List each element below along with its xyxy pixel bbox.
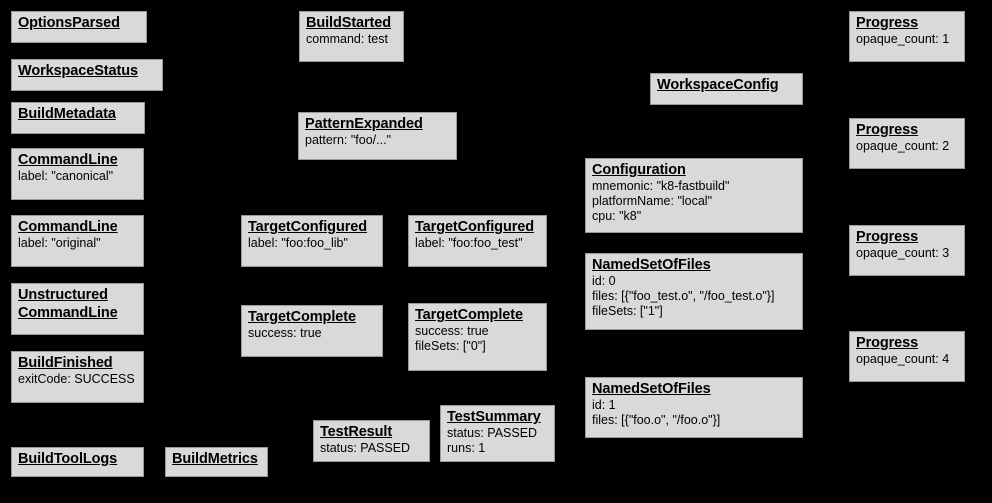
event-node-field: opaque_count: 2 xyxy=(856,139,950,153)
event-node-title: TargetComplete xyxy=(248,309,356,325)
event-node-field: success: true xyxy=(415,324,489,338)
event-node-title: WorkspaceConfig xyxy=(657,77,779,93)
event-node-field: cpu: "k8" xyxy=(592,209,642,223)
event-node-fields: command: test xyxy=(306,32,397,47)
event-node-title: TargetComplete xyxy=(415,307,523,323)
event-node-fields: opaque_count: 3 xyxy=(856,246,958,261)
event-node-build-metrics[interactable]: BuildMetrics xyxy=(165,447,268,477)
event-node-field: opaque_count: 4 xyxy=(856,352,950,366)
event-node-field: fileSets: ["1"] xyxy=(592,304,663,318)
event-node-title: CommandLine xyxy=(18,219,118,235)
event-node-unstructured-command-line[interactable]: Unstructured CommandLine xyxy=(11,283,144,335)
event-node-field: label: "original" xyxy=(18,236,101,250)
event-node-fields: success: true xyxy=(248,326,376,341)
event-node-title: PatternExpanded xyxy=(305,116,423,132)
event-node-field: status: PASSED xyxy=(320,441,411,455)
event-node-field: label: "foo:foo_test" xyxy=(415,236,523,250)
event-node-title: NamedSetOfFiles xyxy=(592,381,711,397)
event-node-title: TestSummary xyxy=(447,409,541,425)
event-node-fields: status: PASSED xyxy=(320,441,423,456)
event-node-title: NamedSetOfFiles xyxy=(592,257,711,273)
event-node-title: Unstructured CommandLine xyxy=(18,287,118,321)
event-node-title: TargetConfigured xyxy=(248,219,367,235)
event-node-title: BuildToolLogs xyxy=(18,451,118,467)
event-node-workspace-config[interactable]: WorkspaceConfig xyxy=(650,73,803,105)
event-node-field: status: PASSED xyxy=(447,426,538,440)
event-node-fields: label: "foo:foo_test" xyxy=(415,236,540,251)
event-node-title: TestResult xyxy=(320,424,393,440)
event-node-field: fileSets: ["0"] xyxy=(415,339,486,353)
event-node-field: exitCode: SUCCESS xyxy=(18,372,135,386)
event-node-fields: pattern: "foo/..." xyxy=(305,133,450,148)
event-node-field: files: [{"foo.o", "/foo.o"}] xyxy=(592,413,721,427)
event-node-fields: opaque_count: 2 xyxy=(856,139,958,154)
event-node-field: id: 1 xyxy=(592,398,616,412)
event-node-title: BuildStarted xyxy=(306,15,392,31)
event-node-fields: label: "foo:foo_lib" xyxy=(248,236,376,251)
event-node-fields: label: "original" xyxy=(18,236,137,251)
event-node-field: opaque_count: 3 xyxy=(856,246,950,260)
event-node-field: pattern: "foo/..." xyxy=(305,133,392,147)
event-node-field: success: true xyxy=(248,326,322,340)
event-node-field: id: 0 xyxy=(592,274,616,288)
event-node-title: Progress xyxy=(856,335,919,351)
event-node-field: platformName: "local" xyxy=(592,194,713,208)
event-node-field: command: test xyxy=(306,32,388,46)
event-node-field: files: [{"foo_test.o", "/foo_test.o"}] xyxy=(592,289,775,303)
event-node-title: Configuration xyxy=(592,162,686,178)
event-node-field: label: "foo:foo_lib" xyxy=(248,236,348,250)
event-node-title: OptionsParsed xyxy=(18,15,120,31)
event-node-build-tool-logs[interactable]: BuildToolLogs xyxy=(11,447,144,477)
event-node-title: BuildMetadata xyxy=(18,106,116,122)
event-node-fields: opaque_count: 1 xyxy=(856,32,958,47)
event-node-title: Progress xyxy=(856,229,919,245)
event-node-title: BuildMetrics xyxy=(172,451,258,467)
event-node-title: CommandLine xyxy=(18,152,118,168)
event-node-build-metadata[interactable]: BuildMetadata xyxy=(11,102,145,134)
event-node-title: Progress xyxy=(856,15,919,31)
event-node-field: label: "canonical" xyxy=(18,169,114,183)
event-node-fields: mnemonic: "k8-fastbuild"platformName: "l… xyxy=(592,179,796,224)
event-node-options-parsed[interactable]: OptionsParsed xyxy=(11,11,147,43)
event-node-title: BuildFinished xyxy=(18,355,113,371)
event-node-field: opaque_count: 1 xyxy=(856,32,950,46)
event-node-workspace-status[interactable]: WorkspaceStatus xyxy=(11,59,163,91)
event-node-field: mnemonic: "k8-fastbuild" xyxy=(592,179,730,193)
event-node-title: Progress xyxy=(856,122,919,138)
event-node-field: runs: 1 xyxy=(447,441,486,455)
event-node-fields: label: "canonical" xyxy=(18,169,137,184)
event-node-title: WorkspaceStatus xyxy=(18,63,138,79)
event-node-fields: opaque_count: 4 xyxy=(856,352,958,367)
event-node-fields: exitCode: SUCCESS xyxy=(18,372,137,387)
event-node-title: TargetConfigured xyxy=(415,219,534,235)
